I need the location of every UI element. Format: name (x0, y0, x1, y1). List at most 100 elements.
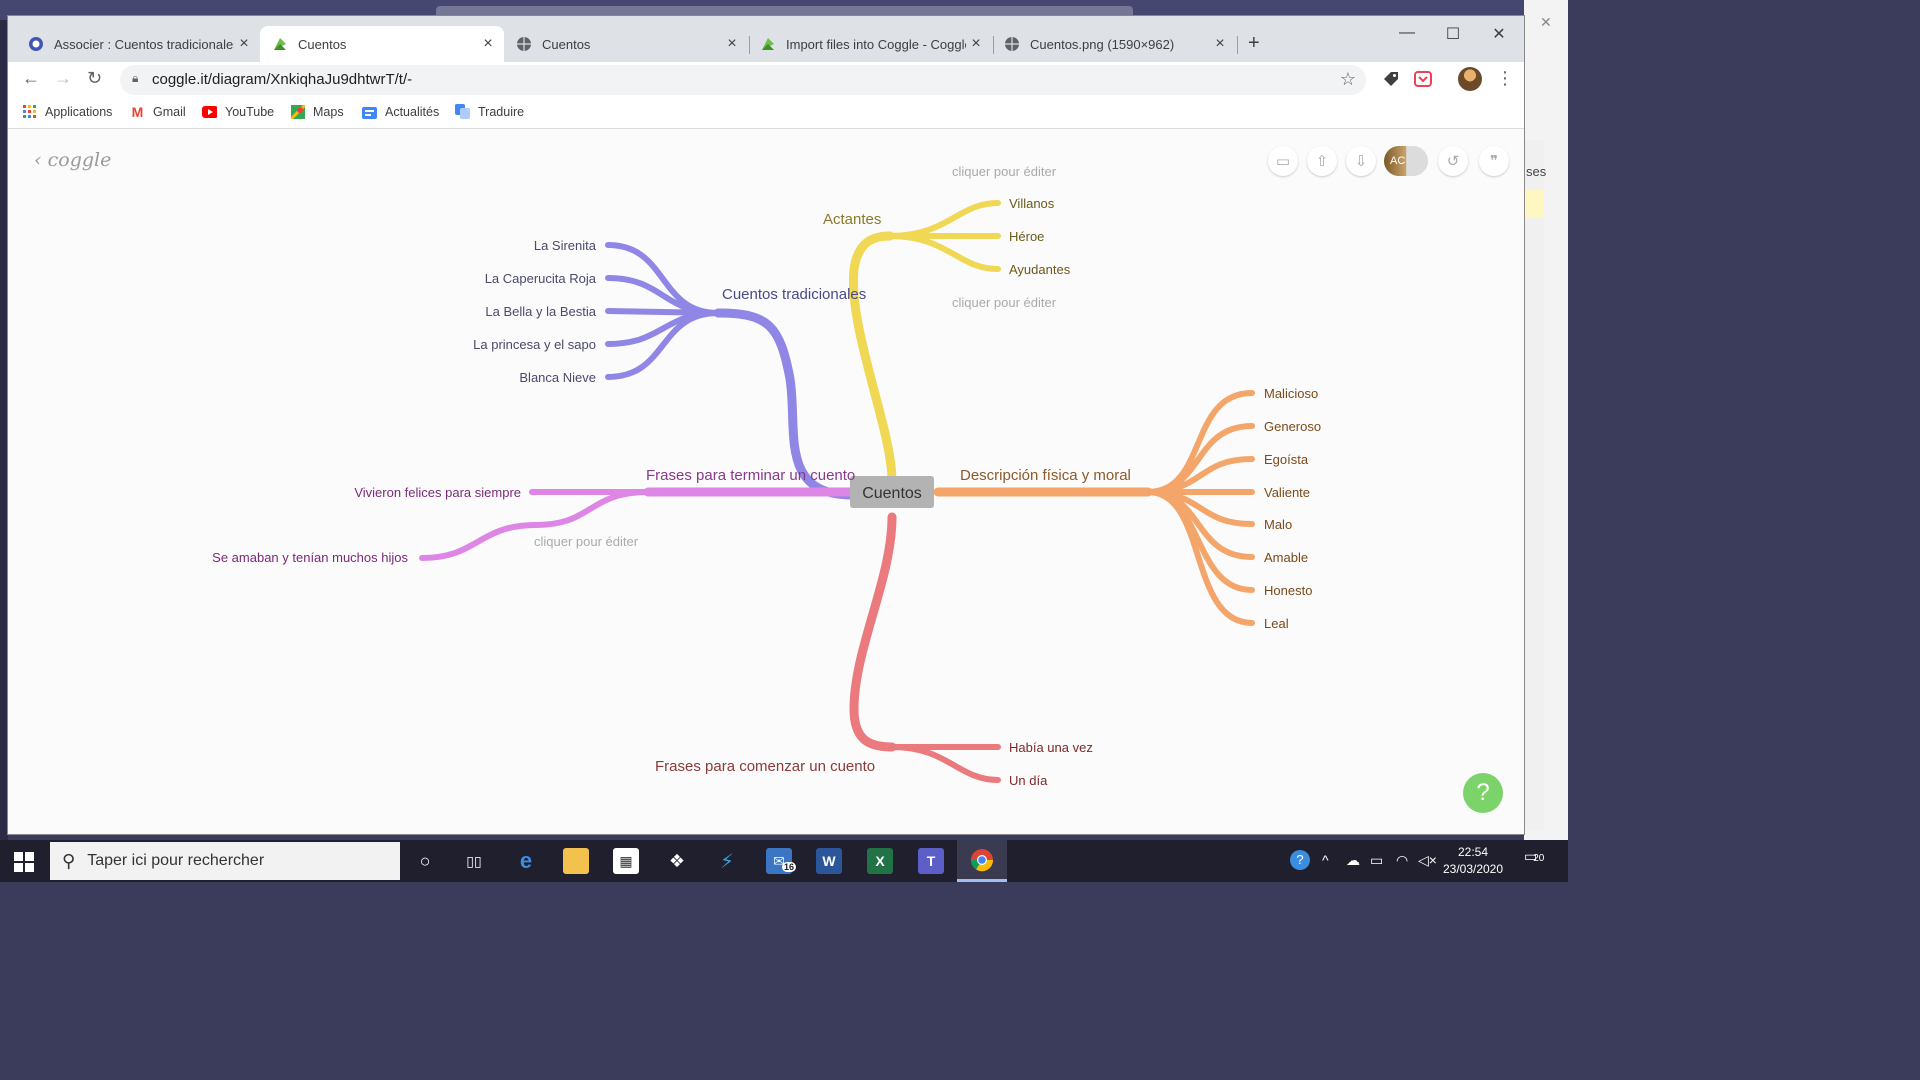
branch-label-ending[interactable]: Frases para terminar un cuento (646, 467, 855, 484)
cortana-icon[interactable]: ○ (419, 850, 431, 871)
tab-cuentos-active[interactable]: Cuentos × (260, 26, 504, 62)
bookmark-traduire[interactable]: Traduire (455, 104, 524, 119)
node-la-bella-y-la-bestia[interactable]: La Bella y la Bestia (485, 304, 596, 319)
wifi-icon[interactable]: ◠ (1396, 852, 1409, 868)
close-icon[interactable]: × (727, 35, 737, 52)
volume-muted-icon[interactable]: ◁× (1418, 852, 1437, 868)
bookmark-star-icon[interactable]: ☆ (1339, 69, 1356, 89)
file-explorer-icon[interactable] (563, 848, 589, 874)
url-text[interactable]: coggle.it/diagram/XnkiqhaJu9dhtwrT/t/- (152, 71, 413, 88)
tab-import-files[interactable]: Import files into Coggle - Coggle × (748, 26, 992, 62)
background-scrollbar[interactable] (1524, 140, 1544, 830)
node-habia-una-vez[interactable]: Había una vez (1009, 740, 1093, 755)
close-icon[interactable]: × (971, 35, 981, 52)
close-icon[interactable]: × (483, 35, 493, 52)
bookmark-applications[interactable]: Applications (22, 104, 112, 119)
tab-associer[interactable]: Associer : Cuentos tradicionales | × (16, 26, 260, 62)
onedrive-icon[interactable]: ☁ (1346, 852, 1360, 868)
tab-cuentos[interactable]: Cuentos × (504, 26, 748, 62)
close-window-button[interactable]: ✕ (1492, 26, 1506, 43)
bookmark-actualites[interactable]: Actualités (362, 104, 439, 119)
node-leal[interactable]: Leal (1264, 616, 1289, 631)
pocket-extension-icon[interactable] (1414, 70, 1432, 88)
chevron-up-icon[interactable]: ^ (1322, 852, 1329, 868)
tab-strip: Associer : Cuentos tradicionales | × Cue… (8, 16, 1524, 62)
comments-quote-icon[interactable]: ❞ (1479, 146, 1509, 176)
branch-label-actantes[interactable]: Actantes (823, 211, 881, 228)
share-upload-icon[interactable]: ⇧ (1307, 146, 1337, 176)
node-un-dia[interactable]: Un día (1009, 773, 1048, 788)
node-villanos[interactable]: Villanos (1009, 196, 1055, 211)
avatar-initials: AC (1390, 155, 1406, 167)
edit-hint[interactable]: cliquer pour éditer (534, 534, 639, 549)
close-icon[interactable]: × (239, 35, 249, 52)
coggle-logo[interactable]: ‹ coggle (34, 149, 112, 171)
branch-label-beginning[interactable]: Frases para comenzar un cuento (655, 758, 875, 775)
node-ayudantes[interactable]: Ayudantes (1009, 262, 1071, 277)
root-node-label[interactable]: Cuentos (862, 485, 922, 502)
menu-dots-icon[interactable]: ⋮ (1496, 68, 1514, 88)
excel-icon[interactable]: X (867, 848, 893, 874)
task-view-icon[interactable]: ▯▯ (466, 852, 482, 869)
word-icon[interactable]: W (816, 848, 842, 874)
present-icon[interactable]: ▭ (1268, 146, 1298, 176)
tag-extension-icon[interactable] (1382, 70, 1400, 88)
node-la-caperucita-roja[interactable]: La Caperucita Roja (485, 271, 597, 286)
battery-icon[interactable]: ▭ (1370, 852, 1384, 868)
new-tab-button[interactable]: + (1248, 32, 1260, 54)
minimize-button[interactable]: — (1399, 24, 1415, 41)
teams-icon[interactable]: T (918, 848, 944, 874)
background-highlight (1524, 190, 1544, 218)
bookmark-gmail[interactable]: M Gmail (130, 104, 186, 120)
background-close-icon[interactable]: ✕ (1540, 14, 1552, 30)
forward-arrow-icon[interactable]: → (54, 68, 72, 88)
node-egoista[interactable]: Egoísta (1264, 452, 1309, 467)
taskbar-search[interactable]: ⚲ Taper ici pour rechercher (50, 842, 400, 880)
chrome-taskbar-button[interactable] (957, 840, 1007, 882)
edit-hint[interactable]: cliquer pour éditer (952, 295, 1057, 310)
windows-start-icon[interactable] (14, 852, 34, 872)
node-honesto[interactable]: Honesto (1264, 583, 1312, 598)
notifications-icon[interactable]: ▭20 (1524, 848, 1545, 864)
node-la-sirenita[interactable]: La Sirenita (534, 238, 597, 253)
node-generoso[interactable]: Generoso (1264, 419, 1321, 434)
node-valiente[interactable]: Valiente (1264, 485, 1310, 500)
help-button[interactable]: ? (1463, 773, 1503, 813)
bookmark-youtube[interactable]: YouTube (202, 104, 274, 119)
download-icon[interactable]: ⇩ (1346, 146, 1376, 176)
profile-avatar[interactable] (1458, 67, 1482, 91)
dropbox-icon[interactable]: ❖ (668, 850, 686, 871)
edge-icon[interactable]: e (519, 848, 533, 873)
history-icon[interactable]: ↺ (1438, 146, 1468, 176)
node-la-princesa-y-el-sapo[interactable]: La princesa y el sapo (473, 337, 596, 352)
store-icon[interactable]: ▦ (613, 848, 639, 874)
tab-title: Import files into Coggle - Coggle (786, 36, 966, 52)
branch-label-description[interactable]: Descripción física y moral (960, 467, 1131, 484)
help-tray-icon[interactable]: ? (1290, 850, 1310, 870)
close-icon[interactable]: × (1215, 35, 1225, 52)
clock[interactable]: 22:54 23/03/2020 (1438, 844, 1508, 878)
node-heroe[interactable]: Héroe (1009, 229, 1044, 244)
bookmark-maps[interactable]: Maps (290, 104, 344, 119)
reload-icon[interactable]: ↻ (87, 68, 103, 88)
node-vivieron-felices[interactable]: Vivieron felices para siempre (354, 485, 521, 500)
coggle-canvas[interactable]: ‹ coggle ▭ ⇧ ⇩ AC ↺ ❞ (8, 129, 1524, 834)
tab-title: Cuentos (542, 36, 591, 52)
address-bar[interactable]: 🔒︎ coggle.it/diagram/XnkiqhaJu9dhtwrT/t/… (120, 65, 1366, 95)
node-amable[interactable]: Amable (1264, 550, 1308, 565)
search-icon: ⚲ (62, 850, 76, 871)
mindmap: Cuentos Cuentos tradicionales Actantes D… (212, 164, 1321, 788)
collaborator-avatar[interactable]: AC (1384, 146, 1428, 176)
root-node-box[interactable] (850, 476, 934, 508)
node-malicioso[interactable]: Malicioso (1264, 386, 1318, 401)
mail-icon[interactable]: ✉16 (766, 848, 797, 874)
node-malo[interactable]: Malo (1264, 517, 1292, 532)
edit-hint[interactable]: cliquer pour éditer (952, 164, 1057, 179)
back-arrow-icon[interactable]: ← (22, 68, 40, 88)
node-blanca-nieve[interactable]: Blanca Nieve (519, 370, 596, 385)
branch-label-traditional[interactable]: Cuentos tradicionales (722, 286, 866, 303)
node-se-amaban[interactable]: Se amaban y tenían muchos hijos (212, 550, 408, 565)
tab-cuentos-png[interactable]: Cuentos.png (1590×962) × (992, 26, 1236, 62)
maximize-button[interactable]: ☐ (1445, 26, 1461, 43)
powershell-icon[interactable]: ⚡︎ (719, 850, 735, 873)
